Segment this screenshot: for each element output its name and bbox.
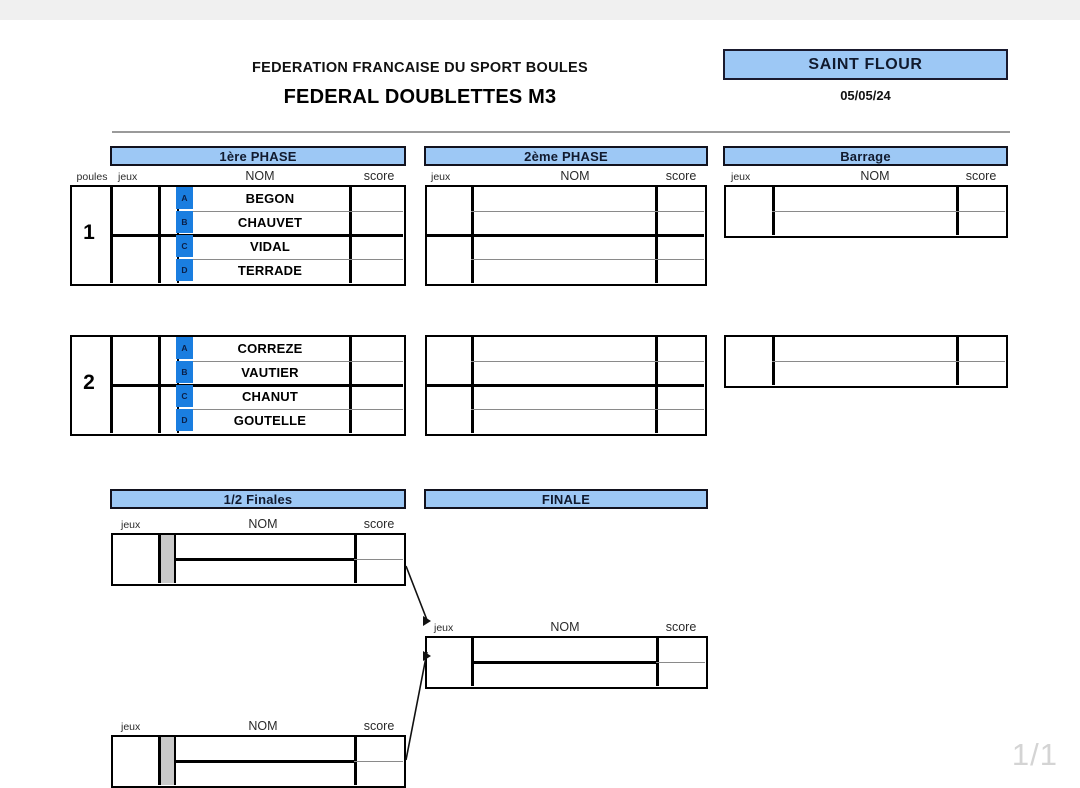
caption-nom-p2: NOM — [560, 169, 590, 183]
pool-1-slot-B-name[interactable]: CHAUVET — [237, 214, 303, 230]
semi1-score-row-sep — [354, 558, 403, 560]
pool-2-slot-B-letter: B — [176, 361, 193, 383]
pool-1-slot-C-name[interactable]: VIDAL — [250, 238, 290, 254]
bracket-connectors — [405, 565, 431, 761]
caption-score-p2: score — [665, 169, 697, 183]
pool-1-row-sep-ab — [177, 210, 403, 212]
pool-2-number: 2 — [83, 371, 95, 394]
pool-1-row-sep-cd — [177, 258, 403, 260]
barrage-block-1-table[interactable] — [724, 185, 1008, 238]
phase2-b2-row-sep-mid — [427, 384, 704, 387]
pool-2-slot-C-name[interactable]: CHANUT — [241, 388, 299, 404]
header-divider — [112, 131, 1010, 133]
caption-nom-final: NOM — [550, 620, 580, 634]
phase2-block-2-table[interactable] — [425, 335, 707, 436]
phase2-block-1-table[interactable] — [425, 185, 707, 286]
barrage-block-2-table[interactable] — [724, 335, 1008, 388]
phase2-b2-row-sep-1 — [471, 360, 704, 362]
pool-2-slot-D-name[interactable]: GOUTELLE — [233, 412, 307, 428]
caption-jeux-final: jeux — [434, 622, 454, 634]
semi1-jeux-sep — [158, 535, 161, 583]
pool-1-row-sep-mid — [110, 234, 403, 237]
caption-nom-barrage: NOM — [860, 169, 890, 183]
pool-2-slot-C-letter: C — [176, 385, 193, 407]
pool-2-row-sep-cd — [177, 408, 403, 410]
pool-2-row-sep-ab — [177, 360, 403, 362]
event-date: 05/05/24 — [840, 88, 891, 103]
final-score-row-sep — [656, 661, 705, 663]
semi1-row-sep — [174, 558, 354, 561]
pool-1-slot-C-letter: C — [176, 235, 193, 257]
caption-score-p1: score — [363, 169, 395, 183]
pool-1-slot-A-name[interactable]: BEGON — [245, 190, 295, 206]
caption-score-final: score — [665, 620, 697, 634]
barrage-b1-row-sep — [772, 210, 1005, 212]
pool-2-slot-A-name[interactable]: CORREZE — [237, 340, 303, 356]
caption-jeux-semi2: jeux — [121, 721, 141, 733]
viewer-top-bar — [0, 0, 1080, 20]
final-table[interactable] — [425, 636, 708, 689]
caption-nom-semi1: NOM — [248, 517, 278, 531]
pool-1-slot-B-letter: B — [176, 211, 193, 233]
caption-nom-p1: NOM — [245, 169, 275, 183]
phase2-b2-row-sep-2 — [471, 408, 704, 410]
semi2-jeux-sep — [158, 737, 161, 785]
pool-1-slot-A-letter: A — [176, 187, 193, 209]
caption-score-semi1: score — [363, 517, 395, 531]
pool-2-row-sep-mid — [110, 384, 403, 387]
caption-poules: poules — [76, 171, 108, 183]
semi2-gray-column — [160, 737, 175, 785]
pool-1-slot-D-name[interactable]: TERRADE — [237, 262, 303, 278]
caption-jeux-semi1: jeux — [121, 519, 141, 531]
banner-barrage: Barrage — [723, 146, 1008, 166]
document-page: FEDERATION FRANCAISE DU SPORT BOULES FED… — [0, 20, 1080, 788]
banner-semifinals: 1/2 Finales — [110, 489, 406, 509]
pool-2-table[interactable] — [70, 335, 406, 436]
phase2-b1-row-sep-mid — [427, 234, 704, 237]
pool-2-slot-B-name[interactable]: VAUTIER — [241, 364, 299, 380]
semi1-gray-column — [160, 535, 175, 583]
semifinal-1-table[interactable] — [111, 533, 406, 586]
phase2-b1-row-sep-2 — [471, 258, 704, 260]
phase2-b1-row-sep-1 — [471, 210, 704, 212]
caption-jeux-p1: jeux — [118, 171, 138, 183]
banner-final: FINALE — [424, 489, 708, 509]
venue-box: SAINT FLOUR — [723, 49, 1008, 80]
pool-1-slot-D-letter: D — [176, 259, 193, 281]
caption-jeux-barrage: jeux — [731, 171, 751, 183]
banner-phase2: 2ème PHASE — [424, 146, 708, 166]
final-jeux-sep — [471, 638, 474, 686]
federation-name: FEDERATION FRANCAISE DU SPORT BOULES — [252, 60, 588, 76]
pool-1-table[interactable] — [70, 185, 406, 286]
semi2-row-sep — [174, 760, 354, 763]
semi2-score-row-sep — [354, 760, 403, 762]
banner-phase1: 1ère PHASE — [110, 146, 406, 166]
caption-jeux-p2: jeux — [431, 171, 451, 183]
page-indicator: 1/1 — [1011, 737, 1058, 772]
barrage-b2-row-sep — [772, 360, 1005, 362]
caption-nom-semi2: NOM — [248, 719, 278, 733]
pool-2-slot-A-letter: A — [176, 337, 193, 359]
page-title: FEDERAL DOUBLETTES M3 — [283, 86, 557, 108]
caption-score-barrage: score — [965, 169, 997, 183]
final-row-sep — [473, 661, 656, 664]
pool-1-number: 1 — [83, 221, 95, 244]
caption-score-semi2: score — [363, 719, 395, 733]
pool-2-slot-D-letter: D — [176, 409, 193, 431]
